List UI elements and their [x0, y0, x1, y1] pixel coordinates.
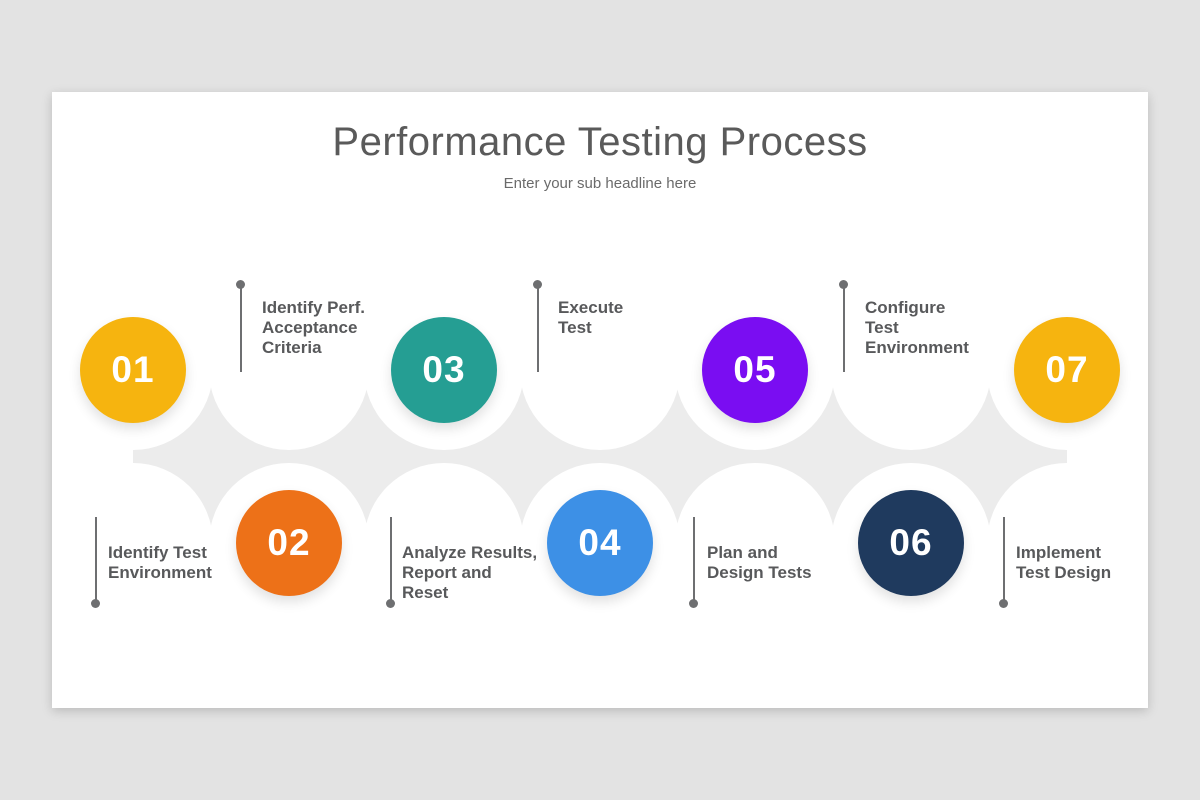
step-label-02-line3: Criteria [262, 338, 322, 357]
step-number-02: 02 [267, 522, 311, 563]
step-label-03-line3: Reset [402, 583, 449, 602]
connector-dot-04 [533, 280, 542, 289]
connector-line-01 [95, 517, 97, 601]
step-label-06-line2: Test [865, 318, 899, 337]
step-label-02: Identify Perf. Acceptance Criteria [262, 298, 365, 358]
connector-dot-05 [689, 599, 698, 608]
step-label-07-line1: Implement [1016, 543, 1102, 562]
step-circle-01: 01 [80, 317, 186, 423]
step-number-04: 04 [578, 522, 622, 563]
connector-line-05 [693, 517, 695, 601]
step-label-03-line2: Report and [402, 563, 492, 582]
step-label-05-line1: Plan and [707, 543, 778, 562]
connector-dot-07 [999, 599, 1008, 608]
connector-dot-02 [236, 280, 245, 289]
step-label-05-line2: Design Tests [707, 563, 812, 582]
connector-line-04 [537, 288, 539, 372]
step-number-03: 03 [422, 349, 466, 390]
slide-subtitle: Enter your sub headline here [503, 175, 697, 192]
step-label-04-line2: Test [558, 318, 592, 337]
slide-title: Performance Testing Process [332, 120, 868, 164]
step-label-02-line1: Identify Perf. [262, 298, 365, 317]
step-label-07-line2: Test Design [1016, 563, 1112, 582]
step-label-06: Configure Test Environment [865, 298, 969, 358]
step-label-06-line3: Environment [865, 338, 969, 357]
step-label-07: Implement Test Design [1016, 543, 1111, 583]
connector-dot-06 [839, 280, 848, 289]
step-number-01: 01 [111, 349, 155, 390]
step-circle-03: 03 [391, 317, 497, 423]
step-label-03: Analyze Results, Report and Reset [402, 543, 537, 603]
step-circle-05: 05 [702, 317, 808, 423]
step-label-01-line2: Environment [108, 563, 212, 582]
step-circle-02: 02 [236, 490, 342, 596]
connector-line-03 [390, 517, 392, 601]
step-label-06-line1: Configure [865, 298, 946, 317]
connector-line-02 [240, 288, 242, 372]
step-label-04: Execute Test [558, 298, 623, 338]
chain-decor [53, 290, 1147, 623]
step-label-01-line1: Identify Test [108, 543, 207, 562]
step-number-07: 07 [1045, 349, 1089, 390]
step-number-06: 06 [889, 522, 933, 563]
connector-line-06 [843, 288, 845, 372]
step-label-04-line1: Execute [558, 298, 624, 317]
step-label-05: Plan and Design Tests [707, 543, 812, 583]
step-circle-04: 04 [547, 490, 653, 596]
step-label-02-line2: Acceptance [262, 318, 358, 337]
connector-dot-03 [386, 599, 395, 608]
connector-line-07 [1003, 517, 1005, 601]
step-circle-06: 06 [858, 490, 964, 596]
connector-dot-01 [91, 599, 100, 608]
step-label-03-line1: Analyze Results, [402, 543, 538, 562]
step-number-05: 05 [733, 349, 777, 390]
slide-canvas: Performance Testing Process Enter your s… [52, 92, 1148, 708]
step-circle-07: 07 [1014, 317, 1120, 423]
step-label-01: Identify Test Environment [108, 543, 212, 583]
